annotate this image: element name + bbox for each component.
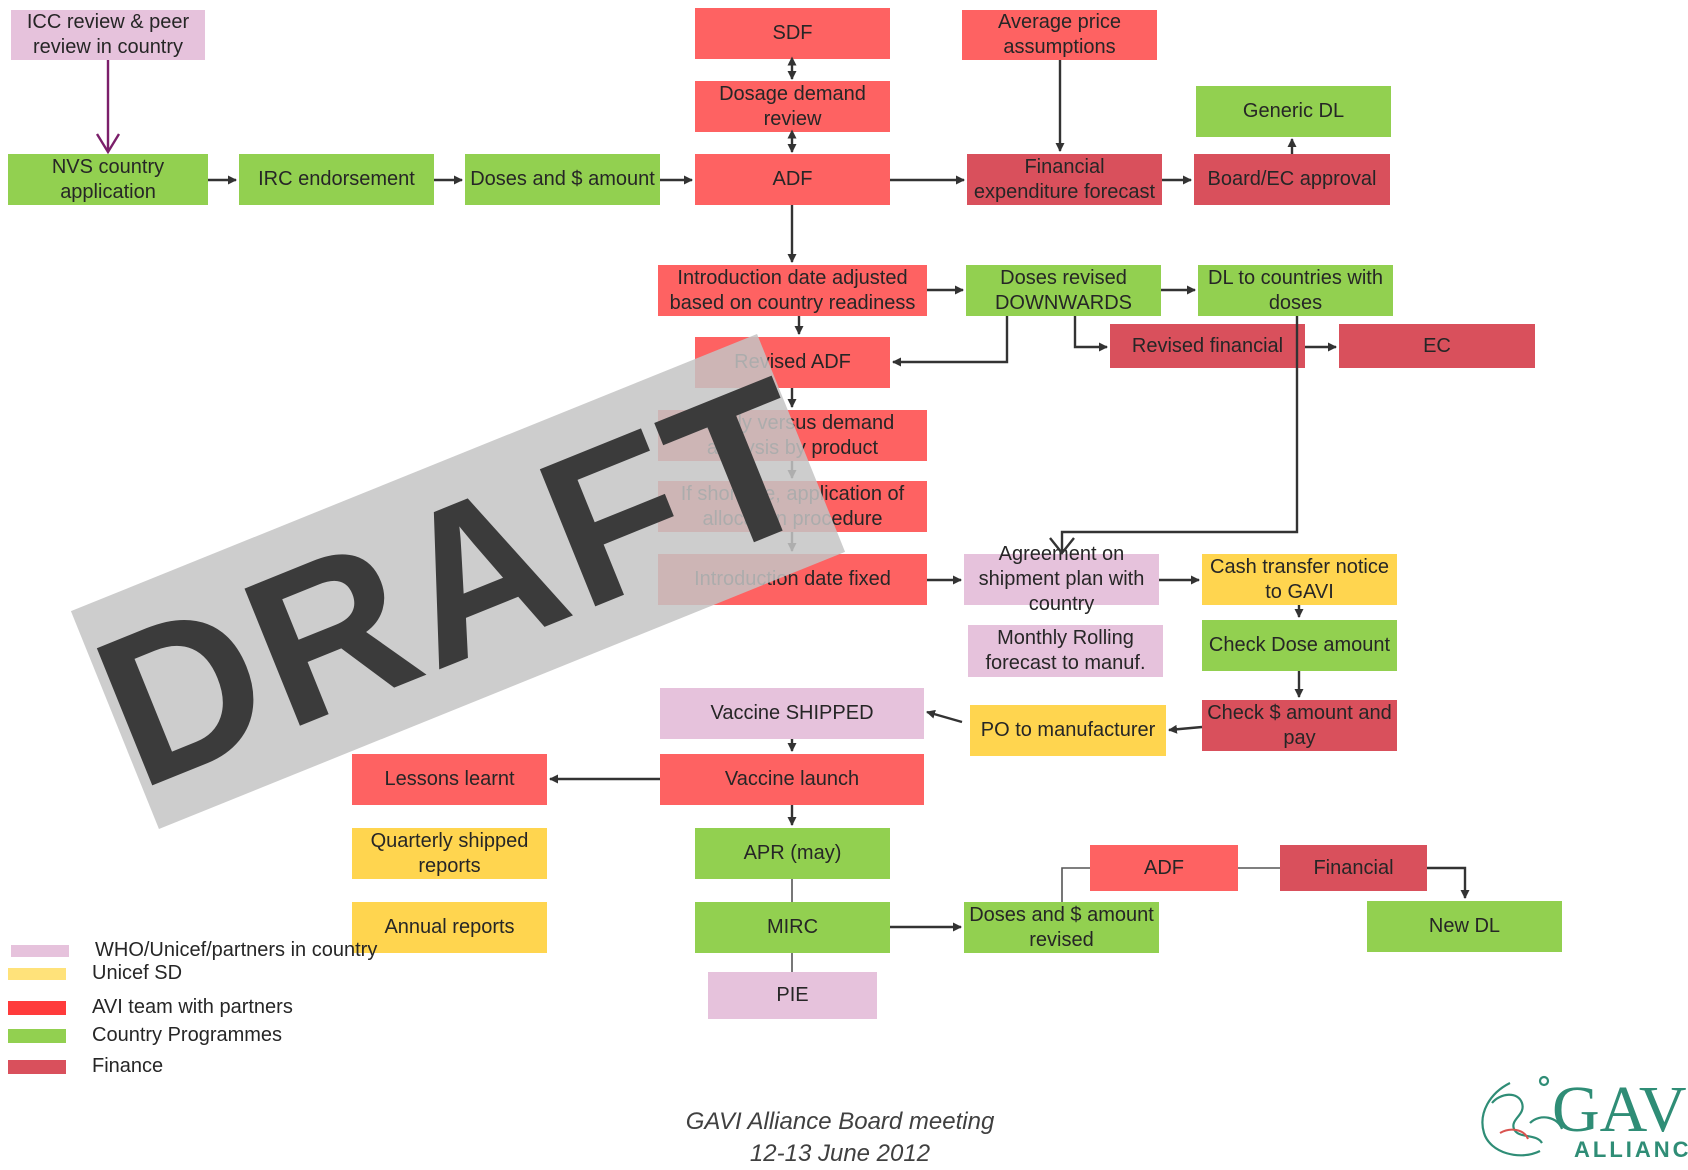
node-vaccine-shipped: Vaccine SHIPPED — [660, 688, 924, 739]
node-check-amount-pay: Check $ amount and pay — [1202, 700, 1397, 751]
node-revised-adf: Revised ADF — [695, 337, 890, 388]
node-supply-demand: Supply versus demand analysis by product — [658, 410, 927, 461]
node-financial-bottom: Financial — [1280, 845, 1427, 891]
node-pie: PIE — [708, 972, 877, 1019]
legend-item-unicef-sd: Unicef SD — [8, 962, 182, 985]
legend-swatch — [8, 1059, 66, 1074]
node-shortage-allocation: If shortage, application of allocation p… — [658, 481, 927, 532]
legend-label: AVI team with partners — [92, 996, 293, 1018]
legend-item-avi-team: AVI team with partners — [8, 996, 293, 1019]
node-apr: APR (may) — [695, 828, 890, 879]
logo-subtext: ALLIANCE — [1574, 1137, 1688, 1162]
footer-line-1: GAVI Alliance Board meeting — [685, 1108, 995, 1135]
node-po-manufacturer: PO to manufacturer — [970, 705, 1166, 756]
node-agreement-shipment: Agreement on shipment plan with country — [964, 543, 1159, 615]
edge-pay-to-po — [1168, 724, 1203, 734]
node-sdf: SDF — [695, 8, 890, 59]
edge-dosesrevised-to-adf — [1061, 867, 1090, 902]
node-mirc: MIRC — [695, 902, 890, 953]
edge-icc-to-nvs-head — [95, 133, 121, 155]
legend-swatch — [8, 1000, 66, 1015]
legend-item-country-programmes: Country Programmes — [8, 1024, 282, 1047]
node-doses-amount: Doses and $ amount — [465, 154, 660, 205]
node-icc-review: ICC review & peer review in country — [11, 10, 205, 60]
node-quarterly-reports: Quarterly shipped reports — [352, 828, 547, 879]
footer-line-2: 12-13 June 2012 — [749, 1140, 931, 1167]
node-nvs-application: NVS country application — [8, 154, 208, 205]
gavi-logo: GAVI ALLIANCE — [1470, 1063, 1688, 1165]
node-doses-revised-down: Doses revised DOWNWARDS — [966, 265, 1161, 316]
node-cash-transfer: Cash transfer notice to GAVI — [1202, 554, 1397, 605]
legend-swatch — [8, 1028, 66, 1043]
edge-po-to-shipped — [926, 709, 963, 724]
node-average-price: Average price assumptions — [962, 10, 1157, 60]
legend-label: Finance — [92, 1055, 164, 1077]
node-adf: ADF — [695, 154, 890, 205]
legend-item-finance: Finance — [8, 1055, 163, 1078]
node-intro-date-adjusted: Introduction date adjusted based on coun… — [658, 265, 927, 316]
node-doses-amount-revised: Doses and $ amount revised — [964, 902, 1159, 953]
edge-revised-to-fin — [1073, 316, 1108, 352]
node-monthly-rolling: Monthly Rolling forecast to manuf. — [968, 625, 1163, 677]
legend-item-partners: WHO/Unicef/partners in country — [11, 939, 377, 962]
node-new-dl: New DL — [1367, 901, 1562, 952]
node-intro-date-fixed: Introduction date fixed — [658, 554, 927, 605]
legend-label: WHO/Unicef/partners in country — [95, 939, 378, 961]
node-board-approval: Board/EC approval — [1194, 154, 1390, 205]
node-dl-to-countries: DL to countries with doses — [1198, 265, 1393, 316]
node-financial-forecast: Financial expenditure forecast — [967, 154, 1162, 205]
edge-revised-to-revisedadf — [892, 316, 1009, 367]
legend-label: Country Programmes — [92, 1024, 283, 1046]
edge-financial-to-newdl — [1427, 866, 1470, 899]
node-adf-bottom: ADF — [1090, 845, 1238, 891]
globe-icon — [1481, 1075, 1564, 1157]
node-dosage-demand-review: Dosage demand review — [695, 81, 890, 132]
node-check-dose: Check Dose amount — [1202, 620, 1397, 671]
legend-swatch — [8, 967, 66, 980]
footer: GAVI Alliance Board meeting 12-13 June 2… — [640, 1106, 1040, 1170]
node-lessons-learnt: Lessons learnt — [352, 754, 547, 805]
node-revised-financial: Revised financial — [1110, 324, 1305, 368]
node-vaccine-launch: Vaccine launch — [660, 754, 924, 805]
logo-text: GAVI — [1552, 1073, 1688, 1146]
legend-swatch — [11, 944, 69, 957]
legend-label: Unicef SD — [92, 962, 183, 984]
node-generic-dl: Generic DL — [1196, 86, 1391, 137]
node-ec: EC — [1339, 324, 1535, 368]
node-annual-reports: Annual reports — [352, 902, 547, 953]
node-irc-endorsement: IRC endorsement — [239, 154, 434, 205]
